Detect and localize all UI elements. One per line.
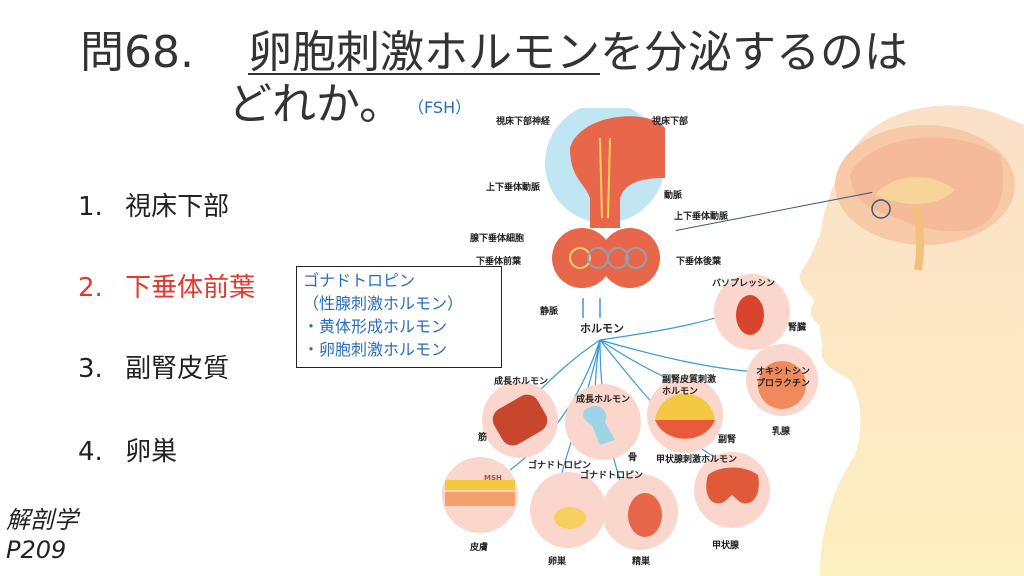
label-acth-1: 副腎皮質刺激 — [662, 375, 717, 385]
label-adrenal: 副腎 — [718, 435, 737, 445]
label-vasopressin: バソプレッシン — [712, 279, 776, 289]
label-msh: MSH — [484, 474, 502, 482]
label-hypothalamus: 視床下部 — [652, 117, 689, 127]
option-3: 3. 副腎皮質 — [78, 348, 229, 385]
note-line-1: ゴナドトロピン — [303, 271, 416, 290]
label-gonadotropin-1: ゴナドトロピン — [528, 461, 592, 471]
label-sup-hyp-artery-right: 上下垂体動脈 — [674, 212, 729, 222]
label-sup-hyp-artery-left: 上下垂体動脈 — [486, 183, 541, 193]
label-skin: 皮膚 — [470, 543, 489, 553]
question-title: 問68. 卵胞刺激ホルモンを分泌するのは — [80, 28, 908, 78]
label-posterior-pituitary: 下垂体後葉 — [676, 257, 722, 267]
label-hypothalamic-nerve: 視床下部神経 — [496, 117, 551, 127]
option-1: 1. 視床下部 — [78, 186, 229, 223]
fsh-note: （FSH） — [408, 98, 472, 117]
reference-subject: 解剖学 — [6, 506, 78, 534]
question-number: 問68. — [80, 27, 194, 78]
label-tsh: 甲状腺刺激ホルモン — [656, 455, 738, 465]
note-line-3: ・黄体形成ホルモン — [303, 317, 448, 336]
label-ovary: 卵巣 — [548, 557, 567, 567]
option-4-number: 4. — [78, 437, 103, 467]
option-2-text: 下垂体前葉 — [125, 273, 256, 303]
option-2-number: 2. — [78, 273, 103, 303]
option-3-text: 副腎皮質 — [125, 354, 230, 384]
gonadotropin-note-box: ゴナドトロピン （性腺刺激ホルモン） ・黄体形成ホルモン ・卵胞刺激ホルモン — [296, 266, 502, 368]
note-line-2: （性腺刺激ホルモン） — [303, 294, 464, 313]
label-prolactin: プロラクチン — [756, 379, 811, 389]
option-1-number: 1. — [78, 192, 103, 222]
option-2: 2. 下垂体前葉 — [78, 267, 255, 304]
label-growth-hormone-2: 成長ホルモン — [576, 395, 631, 405]
label-testis: 精巣 — [632, 557, 651, 567]
pituitary-marker-circle — [871, 199, 891, 219]
option-4-text: 卵巣 — [125, 437, 178, 467]
label-growth-hormone-1: 成長ホルモン — [494, 377, 549, 387]
question-rest: を分泌するのは — [599, 27, 908, 78]
label-kidney: 腎臓 — [788, 323, 807, 333]
option-4: 4. 卵巣 — [78, 431, 177, 468]
option-1-text: 視床下部 — [125, 192, 230, 222]
label-anterior-pituitary: 下垂体前葉 — [476, 257, 522, 267]
label-hormone: ホルモン — [580, 322, 624, 335]
label-gonadotropin-2: ゴナドトロピン — [580, 471, 644, 481]
label-thyroid: 甲状腺 — [712, 541, 740, 551]
label-oxytocin: オキシトシン — [756, 367, 811, 377]
label-muscle: 筋 — [478, 433, 488, 443]
label-artery: 動脈 — [664, 191, 683, 201]
question-keyword: 卵胞刺激ホルモン — [247, 27, 600, 78]
pituitary-diagram — [545, 108, 665, 288]
label-adenohypophysis-cells: 腺下垂体細胞 — [470, 234, 525, 244]
target-organs — [442, 274, 818, 550]
label-mammary: 乳腺 — [772, 427, 791, 437]
label-vein: 静脈 — [540, 307, 559, 317]
option-3-number: 3. — [78, 354, 103, 384]
note-line-4: ・卵胞刺激ホルモン — [303, 340, 448, 359]
label-acth-2: ホルモン — [662, 387, 699, 397]
reference-page: P209 — [6, 536, 67, 564]
head-silhouette-illustration — [799, 105, 1024, 576]
label-bone: 骨 — [628, 453, 638, 463]
question-line2: どれか。 — [228, 79, 404, 130]
